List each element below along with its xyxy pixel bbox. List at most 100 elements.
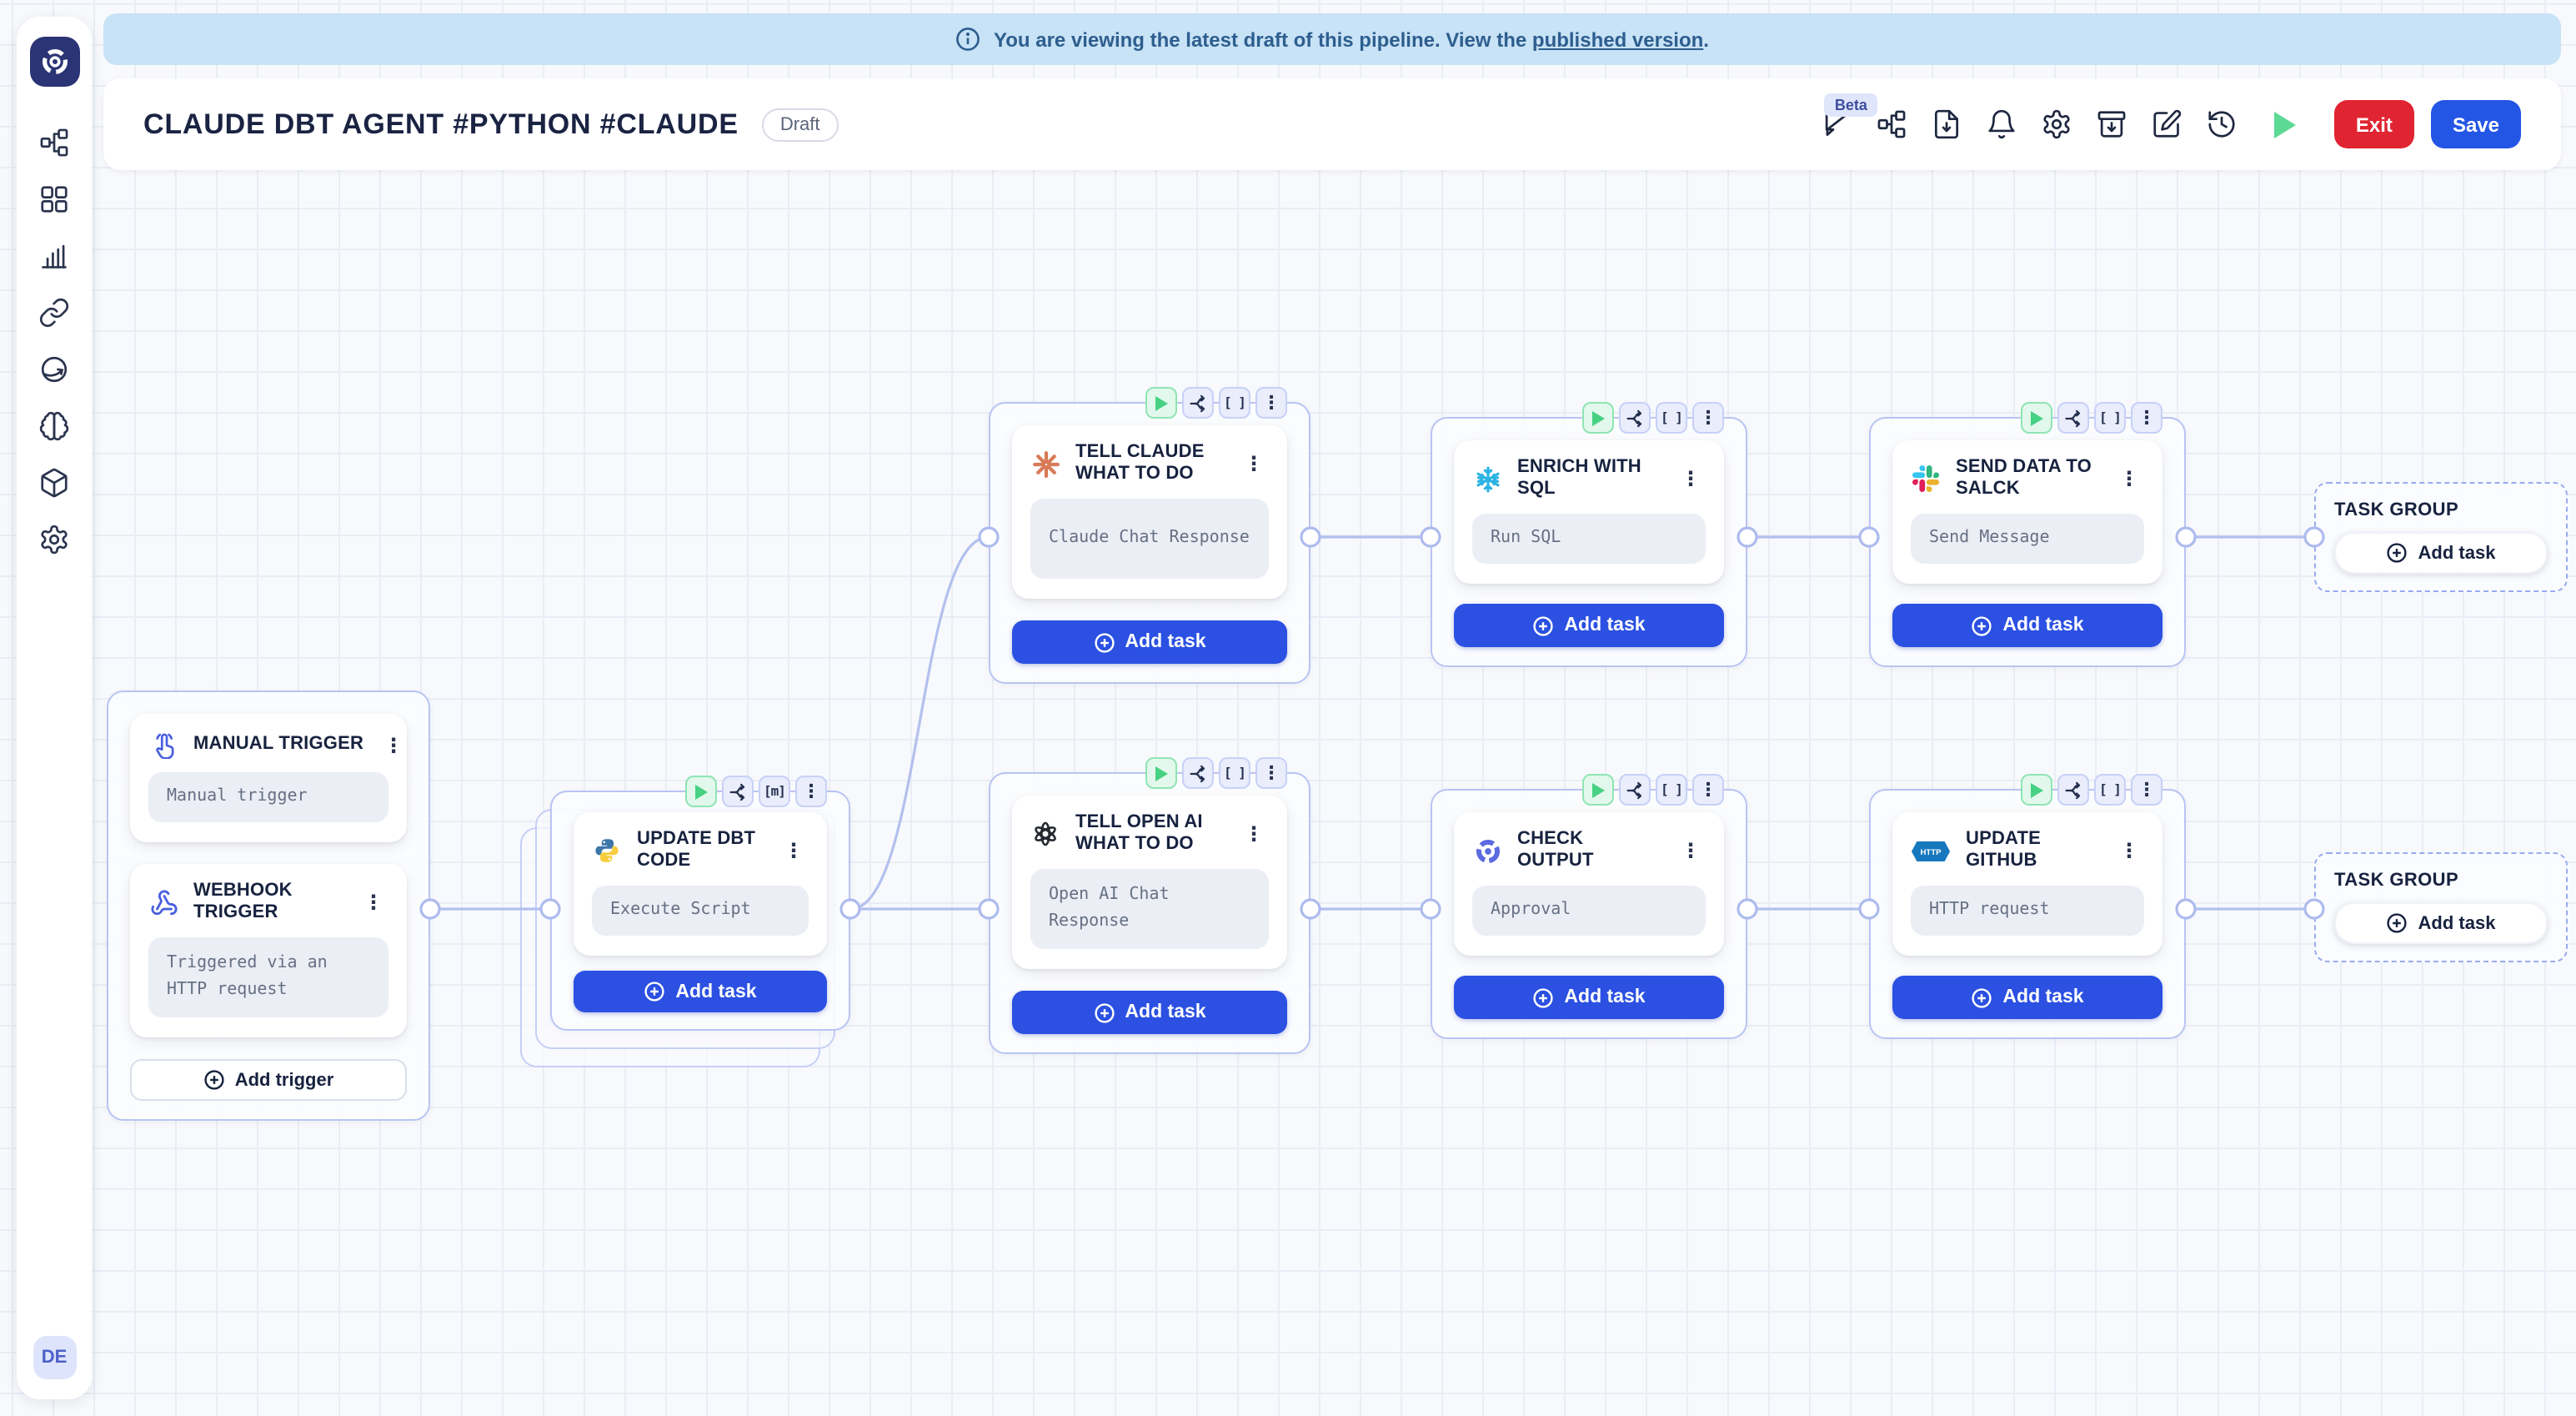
- add-task-button[interactable]: Add task: [1012, 991, 1287, 1034]
- add-task-button[interactable]: Add task: [1892, 976, 2163, 1019]
- import-button[interactable]: [2096, 108, 2129, 141]
- settings-button[interactable]: [2041, 108, 2074, 141]
- kebab-menu-icon[interactable]: ⋮: [2119, 467, 2139, 490]
- trigger-card-manual[interactable]: MANUAL TRIGGER ⋮ Manual trigger: [130, 714, 407, 842]
- kebab-menu-icon[interactable]: ⋮: [383, 733, 404, 756]
- task-group-tell-openai[interactable]: [ ] ⋮ TELL OPEN AI WHAT TO DO ⋮: [989, 757, 1311, 1054]
- orchestra-logo[interactable]: [29, 37, 79, 87]
- add-task-button[interactable]: Add task: [1454, 604, 1724, 647]
- branch-button[interactable]: [722, 776, 754, 807]
- task-card-tell-claude[interactable]: TELL CLAUDE WHAT TO DO ⋮ Claude Chat Res…: [1012, 425, 1287, 599]
- branch-button[interactable]: [1619, 402, 1651, 434]
- kebab-menu-icon[interactable]: ⋮: [1244, 822, 1264, 846]
- task-group-update-dbt[interactable]: [m] ⋮ UPDATE DBT CODE ⋮ Execute Script: [550, 776, 850, 1031]
- task-group-tell-claude[interactable]: [ ] ⋮ TELL CLAUDE WHAT TO DO ⋮: [989, 387, 1311, 684]
- trigger-card-webhook[interactable]: WEBHOOK TRIGGER ⋮ Triggered via an HTTP …: [130, 864, 407, 1037]
- sidebar-item-settings[interactable]: [38, 522, 71, 555]
- task-group-enrich-sql[interactable]: [ ] ⋮ ENRICH WITH SQL ⋮ Run: [1431, 402, 1747, 667]
- task-card-update-github[interactable]: HTTP UPDATE GITHUB ⋮ HTTP request: [1892, 812, 2163, 956]
- run-node-button[interactable]: [1145, 757, 1177, 789]
- task-group-title: TASK GROUP: [2334, 500, 2459, 520]
- add-task-button[interactable]: Add task: [1454, 976, 1724, 1019]
- sidebar-item-metrics[interactable]: [38, 239, 71, 272]
- kebab-menu-icon[interactable]: ⋮: [1244, 452, 1264, 475]
- run-node-button[interactable]: [1582, 402, 1614, 434]
- task-card-tell-openai[interactable]: TELL OPEN AI WHAT TO DO ⋮ Open AI Chat R…: [1012, 796, 1287, 969]
- node-menu-button[interactable]: ⋮: [2131, 402, 2163, 434]
- matrix-button[interactable]: [ ]: [1656, 774, 1687, 806]
- kebab-menu-icon[interactable]: ⋮: [2119, 839, 2139, 862]
- run-node-button[interactable]: [1145, 387, 1177, 419]
- edit-button[interactable]: [2151, 108, 2184, 141]
- task-card-update-dbt[interactable]: UPDATE DBT CODE ⋮ Execute Script: [574, 812, 827, 956]
- sidebar-item-web[interactable]: [38, 352, 71, 385]
- sidebar-item-ai[interactable]: [38, 409, 71, 442]
- split-icon: [1189, 764, 1205, 782]
- notifications-button[interactable]: [1986, 108, 2019, 141]
- trigger-group[interactable]: MANUAL TRIGGER ⋮ Manual trigger: [107, 690, 430, 1121]
- kebab-menu-icon[interactable]: ⋮: [1681, 467, 1701, 490]
- task-card-enrich-sql[interactable]: ENRICH WITH SQL ⋮ Run SQL: [1454, 440, 1724, 584]
- add-task-button[interactable]: Add task: [2334, 902, 2548, 944]
- empty-task-group[interactable]: TASK GROUP Add task: [2314, 852, 2568, 962]
- save-button[interactable]: Save: [2430, 100, 2521, 148]
- branch-button[interactable]: [2057, 774, 2089, 806]
- matrix-button[interactable]: [ ]: [1219, 387, 1250, 419]
- branch-button[interactable]: [2057, 402, 2089, 434]
- user-avatar[interactable]: DE: [33, 1336, 76, 1379]
- sidebar-item-artifacts[interactable]: [38, 465, 71, 499]
- kebab-menu-icon[interactable]: ⋮: [1681, 839, 1701, 862]
- task-group-send-slack[interactable]: [ ] ⋮ SEND DATA TO SALCK ⋮: [1869, 402, 2186, 667]
- task-group-check-output[interactable]: [ ] ⋮ CHECK OUTPUT ⋮ Approval: [1431, 774, 1747, 1039]
- add-task-button[interactable]: Add task: [2334, 532, 2548, 574]
- task-group-update-github[interactable]: [ ] ⋮ HTTP UPDATE GITHUB ⋮ HTTP request: [1869, 774, 2186, 1039]
- add-task-button[interactable]: Add task: [574, 971, 827, 1012]
- task-summary-box[interactable]: Run SQL: [1472, 514, 1706, 564]
- node-menu-button[interactable]: ⋮: [1692, 774, 1724, 806]
- task-card-check-output[interactable]: CHECK OUTPUT ⋮ Approval: [1454, 812, 1724, 956]
- exit-button[interactable]: Exit: [2333, 100, 2414, 148]
- add-task-button[interactable]: Add task: [1892, 604, 2163, 647]
- published-version-link[interactable]: published version: [1531, 28, 1704, 51]
- run-node-button[interactable]: [685, 776, 717, 807]
- comments-button[interactable]: Beta: [1821, 93, 1877, 141]
- run-node-button[interactable]: [2021, 774, 2052, 806]
- pipeline-view-button[interactable]: [1876, 108, 1909, 141]
- task-summary-box[interactable]: Approval: [1472, 886, 1706, 936]
- version-history-button[interactable]: [2206, 108, 2239, 141]
- trigger-summary-box[interactable]: Manual trigger: [148, 772, 388, 822]
- task-summary-box[interactable]: Execute Script: [592, 886, 809, 936]
- add-trigger-button[interactable]: Add trigger: [130, 1059, 407, 1101]
- branch-button[interactable]: [1182, 387, 1214, 419]
- kebab-menu-icon[interactable]: ⋮: [784, 839, 804, 862]
- node-menu-button[interactable]: ⋮: [2131, 774, 2163, 806]
- matrix-button[interactable]: [ ]: [1219, 757, 1250, 789]
- task-summary-box[interactable]: HTTP request: [1911, 886, 2144, 936]
- sidebar-item-connections[interactable]: [38, 295, 71, 329]
- branch-button[interactable]: [1182, 757, 1214, 789]
- run-node-button[interactable]: [2021, 402, 2052, 434]
- node-menu-button[interactable]: ⋮: [1255, 387, 1287, 419]
- task-card-send-slack[interactable]: SEND DATA TO SALCK ⋮ Send Message: [1892, 440, 2163, 584]
- kebab-menu-icon[interactable]: ⋮: [363, 891, 383, 914]
- sidebar-item-dashboard[interactable]: [38, 182, 71, 215]
- node-menu-button[interactable]: ⋮: [795, 776, 827, 807]
- matrix-button[interactable]: [m]: [759, 776, 790, 807]
- export-file-button[interactable]: [1931, 108, 1964, 141]
- node-menu-button[interactable]: ⋮: [1692, 402, 1724, 434]
- task-summary-box[interactable]: Open AI Chat Response: [1030, 869, 1269, 949]
- task-summary-box[interactable]: Send Message: [1911, 514, 2144, 564]
- run-pipeline-button[interactable]: [2268, 108, 2301, 141]
- task-summary-box[interactable]: Claude Chat Response: [1030, 499, 1269, 579]
- run-node-button[interactable]: [1582, 774, 1614, 806]
- node-menu-button[interactable]: ⋮: [1255, 757, 1287, 789]
- empty-task-group[interactable]: TASK GROUP Add task: [2314, 482, 2568, 592]
- matrix-button[interactable]: [ ]: [2094, 774, 2126, 806]
- sidebar-item-pipelines[interactable]: [38, 125, 71, 158]
- add-task-button[interactable]: Add task: [1012, 620, 1287, 664]
- trigger-summary-box[interactable]: Triggered via an HTTP request: [148, 937, 388, 1017]
- matrix-button[interactable]: [ ]: [1656, 402, 1687, 434]
- matrix-button[interactable]: [ ]: [2094, 402, 2126, 434]
- branch-button[interactable]: [1619, 774, 1651, 806]
